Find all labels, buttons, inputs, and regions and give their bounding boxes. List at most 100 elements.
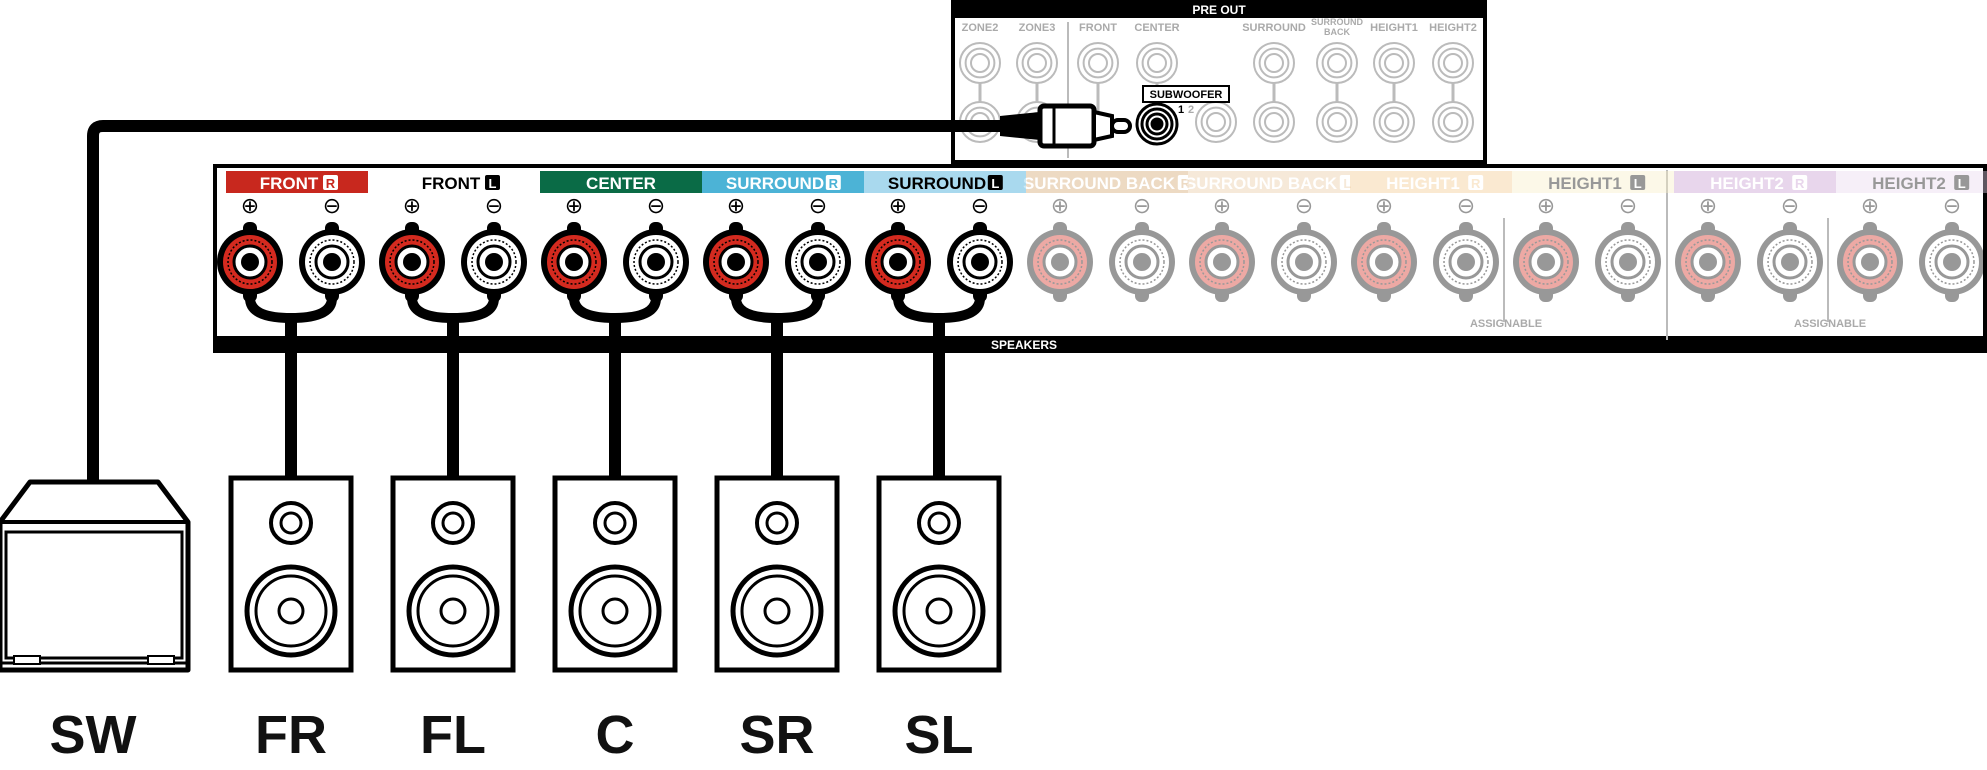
channel-side-3: R — [829, 176, 839, 191]
rca-plug — [1000, 103, 1132, 149]
terminal-minus-0 — [299, 222, 365, 302]
channel-band-6 — [1188, 171, 1350, 193]
channel-band-2 — [540, 171, 702, 193]
channel-side-badge-6 — [1339, 175, 1355, 190]
terminal-plus-1 — [379, 222, 445, 302]
channel-label-9: HEIGHT2 — [1710, 174, 1784, 193]
polarity-minus-7: ⊖ — [1457, 193, 1475, 218]
channel-label-8: HEIGHT1 — [1548, 174, 1622, 193]
channel-side-badge-10 — [1954, 175, 1970, 190]
pre-out-jack-bottom-6 — [1432, 101, 1474, 143]
pre-out-jack-bottom-2 — [1195, 101, 1237, 143]
pre-out-label-3: CENTER — [1134, 22, 1179, 34]
pre-out-label-6: HEIGHT1 — [1370, 22, 1418, 34]
subwoofer-port-1: 1 — [1178, 104, 1184, 116]
terminal-plus-6 — [1189, 222, 1255, 302]
polarity-minus-2: ⊖ — [647, 193, 665, 218]
polarity-plus-6: ⊕ — [1213, 193, 1231, 218]
channel-side-7: R — [1471, 176, 1481, 191]
subwoofer — [0, 103, 1132, 673]
channel-side-badge-8 — [1630, 175, 1646, 190]
channel-side-badge-9 — [1792, 175, 1808, 190]
polarity-plus-1: ⊕ — [403, 193, 421, 218]
terminal-plus-8 — [1513, 222, 1579, 302]
channel-2: CENTER⊕⊖ — [540, 171, 702, 302]
channel-band-8 — [1512, 171, 1674, 193]
speaker-2 — [552, 297, 678, 673]
terminal-plus-0 — [217, 222, 283, 302]
pre-out-title: PRE OUT — [1192, 3, 1246, 17]
polarity-plus-8: ⊕ — [1537, 193, 1555, 218]
speakers-title: SPEAKERS — [991, 338, 1057, 352]
pre-out-label-2: FRONT — [1079, 22, 1117, 34]
terminal-minus-2 — [623, 222, 689, 302]
terminal-minus-6 — [1271, 222, 1337, 302]
subwoofer-cable — [87, 120, 1020, 482]
channel-side-4: L — [991, 176, 999, 191]
terminal-minus-4 — [947, 222, 1013, 302]
channel-side-badge-7 — [1468, 175, 1484, 190]
channel-9: HEIGHT2 R ⊕ ⊖ — [1674, 171, 1836, 302]
assignable-label-2: ASSIGNABLE — [1794, 318, 1866, 330]
terminal-minus-1 — [461, 222, 527, 302]
channel-side-5: R — [1181, 176, 1191, 191]
channel-1: FRONT L ⊕ ⊖ — [379, 174, 527, 302]
pre-out-title-bar — [953, 2, 1485, 18]
terminal-plus-2 — [541, 222, 607, 302]
channel-side-badge-4 — [987, 175, 1003, 190]
channel-side-9: R — [1795, 176, 1805, 191]
terminal-plus-4 — [865, 222, 931, 302]
polarity-minus-8: ⊖ — [1619, 193, 1637, 218]
pre-out-label-5: BACK — [1324, 27, 1350, 37]
assignable-label-1: ASSIGNABLE — [1470, 318, 1542, 330]
channel-band-3 — [702, 171, 864, 193]
terminal-minus-10 — [1919, 222, 1985, 302]
pre-out-label-0: ZONE2 — [962, 22, 999, 34]
channel-side-0: R — [326, 176, 336, 191]
channel-label-5: SURROUND BACK — [1023, 174, 1176, 193]
channel-side-8: L — [1634, 176, 1642, 191]
channel-label-4: SURROUND — [888, 174, 986, 193]
speaker-1 — [390, 297, 516, 673]
polarity-minus-1: ⊖ — [485, 193, 503, 218]
polarity-minus-9: ⊖ — [1781, 193, 1799, 218]
terminal-minus-3 — [785, 222, 851, 302]
channel-band-5 — [1026, 171, 1188, 193]
pre-out-jack-top-4 — [1253, 42, 1295, 84]
channel-label-0: FRONT — [260, 174, 319, 193]
channel-side-badge-0 — [323, 175, 338, 190]
pre-out-jack-top-1 — [1016, 42, 1058, 84]
polarity-minus-5: ⊖ — [1133, 193, 1151, 218]
channel-side-1: L — [489, 176, 497, 191]
terminal-plus-3 — [703, 222, 769, 302]
channel-band-4 — [864, 171, 1026, 193]
channel-band-10 — [1836, 171, 1987, 193]
pre-out-jack-top-0 — [959, 42, 1001, 84]
pre-out-label-7: HEIGHT2 — [1429, 22, 1477, 34]
polarity-plus-0: ⊕ — [241, 193, 259, 218]
channel-side-badge-3 — [825, 175, 841, 190]
pre-out-jack-bottom-4 — [1316, 101, 1358, 143]
channel-label-2: CENTER — [586, 174, 656, 193]
terminal-plus-10 — [1837, 222, 1903, 302]
subwoofer-grille — [4, 530, 184, 660]
channel-label-1: FRONT — [422, 174, 481, 193]
pre-out-jack-bottom-5 — [1373, 101, 1415, 143]
speakers-panel-bottom-bar — [215, 336, 1985, 351]
polarity-plus-9: ⊕ — [1699, 193, 1717, 218]
speaker-0 — [228, 297, 354, 673]
speaker-4 — [876, 297, 1002, 673]
subwoofer-jack — [1135, 102, 1179, 146]
channel-side-badge-1 — [485, 175, 500, 190]
channel-8: HEIGHT1 L ⊕ ⊖ — [1512, 171, 1674, 302]
polarity-minus-6: ⊖ — [1295, 193, 1313, 218]
polarity-minus-3: ⊖ — [809, 193, 827, 218]
subwoofer-label-box — [1142, 85, 1230, 103]
